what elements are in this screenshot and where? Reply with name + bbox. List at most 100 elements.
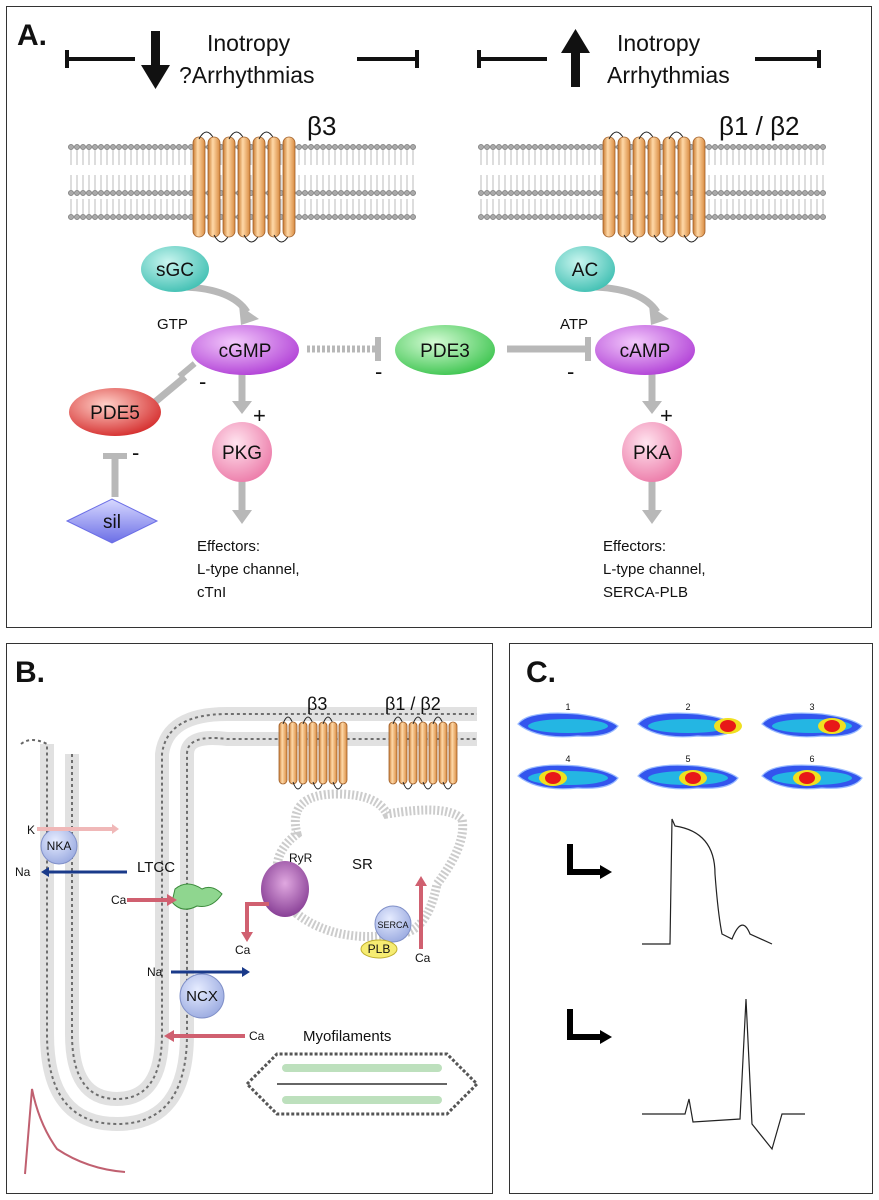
pkg-label: PKG — [222, 443, 262, 464]
sgc-node: sGC — [141, 246, 209, 292]
ac-label: AC — [572, 260, 598, 281]
plb-protein: PLB — [360, 939, 398, 959]
ca-label-ncx: Ca — [249, 1029, 265, 1043]
ca-label-ryr: Ca — [235, 943, 251, 957]
pde3-node: PDE3 — [395, 325, 495, 375]
beta3-receptor-label: β3 — [307, 111, 336, 141]
ryr-label: RyR — [289, 851, 313, 865]
ac-node: AC — [555, 246, 615, 292]
panel-b: B. β3 β1 / β2 SR NKA K Na LTCC Ca RyR Ca — [6, 643, 493, 1194]
na-label-ncx: Na — [147, 965, 163, 979]
serca-label: SERCA — [377, 920, 408, 930]
pkg-node: PKG — [212, 422, 272, 482]
pde3-label: PDE3 — [420, 341, 470, 362]
panel-c: C. 1 2 3 4 5 6 — [509, 643, 873, 1194]
sil-node: sil — [65, 498, 159, 544]
left-effectors-title: Effectors: — [197, 538, 260, 555]
right-effect-line2: Arrhythmias — [607, 62, 730, 88]
ca-label-ltcc: Ca — [111, 893, 127, 907]
camp-label: cAMP — [620, 341, 671, 362]
beta1-beta2-receptor — [602, 131, 706, 243]
camp-node: cAMP — [595, 325, 695, 375]
imaging-cell-1: 1 — [517, 702, 619, 738]
beta1-beta2-label-b: β1 / β2 — [385, 694, 441, 714]
panel-a-diagram: A. Inotropy ?Arrhythmias Inotropy Arrhyt… — [17, 19, 826, 601]
pde3-camp-inhibit-sign: - — [567, 359, 574, 384]
k-label: K — [27, 823, 35, 837]
ca-label-serca: Ca — [415, 951, 431, 965]
up-arrow-icon — [561, 29, 590, 87]
sgc-label: sGC — [156, 260, 194, 281]
beta3-label-b: β3 — [307, 694, 327, 714]
ltcc-label: LTCC — [137, 859, 175, 876]
ncx-exchanger: NCX — [179, 973, 225, 1019]
nka-pump: NKA — [40, 827, 78, 865]
right-effectors-line2: SERCA-PLB — [603, 584, 688, 601]
calcium-imaging-cells: 1 2 3 4 5 6 — [517, 702, 863, 790]
right-effect-line1: Inotropy — [617, 30, 701, 56]
beta3-receptor — [192, 131, 296, 243]
serca-pump: SERCA — [374, 905, 412, 943]
pde3-cgmp-inhibit-sign: - — [375, 359, 382, 384]
action-potential-trace — [642, 818, 773, 945]
imaging-cell-6: 6 — [761, 754, 863, 790]
left-effect-line2: ?Arrhythmias — [179, 62, 314, 88]
scale-bar-icon — [567, 844, 612, 879]
ltcc-channel — [171, 883, 223, 910]
left-effectors-line2: cTnI — [197, 584, 226, 601]
cgmp-node: cGMP — [191, 325, 299, 375]
pde5-inhibit-sign: - — [132, 440, 139, 465]
ryr-channel — [261, 861, 309, 917]
panel-a-label: A. — [17, 19, 47, 52]
imaging-cell-label: 1 — [565, 702, 570, 712]
beta1-beta2-receptor-label: β1 / β2 — [719, 111, 800, 141]
imaging-cell-4: 4 — [517, 754, 619, 790]
imaging-cell-3: 3 — [761, 702, 863, 738]
myofilaments — [244, 1052, 480, 1116]
imaging-cell-label: 3 — [809, 702, 814, 712]
down-arrow-icon — [141, 31, 170, 89]
sil-label: sil — [103, 512, 121, 533]
myofilaments-label: Myofilaments — [303, 1028, 391, 1045]
pka-node: PKA — [622, 422, 682, 482]
scale-bar-icon-2 — [567, 1009, 612, 1044]
sarcolemma — [20, 707, 477, 1132]
beta3-receptor-b — [278, 716, 348, 790]
imaging-cell-label: 6 — [809, 754, 814, 764]
panel-a: A. Inotropy ?Arrhythmias Inotropy Arrhyt… — [6, 6, 872, 628]
arrowheads — [103, 305, 669, 524]
gtp-label: GTP — [157, 316, 188, 333]
panel-c-diagram: C. 1 2 3 4 5 6 — [517, 656, 863, 1151]
imaging-cell-label: 2 — [685, 702, 690, 712]
pde5-label: PDE5 — [90, 403, 140, 424]
cgmp-label: cGMP — [219, 341, 272, 362]
beta1-beta2-receptor-b — [388, 716, 458, 790]
atp-label: ATP — [560, 316, 588, 333]
pde5-node: PDE5 — [69, 388, 161, 436]
ncx-label: NCX — [186, 988, 218, 1005]
panel-b-label: B. — [15, 656, 45, 689]
right-effectors-title: Effectors: — [603, 538, 666, 555]
cgmp-inhibit-sign: - — [199, 369, 206, 394]
calcium-transient-trace — [24, 1088, 126, 1175]
na-label-nka: Na — [15, 865, 31, 879]
right-effectors-line1: L-type channel, — [603, 561, 706, 578]
sr-label: SR — [352, 856, 373, 873]
left-effect-header: Inotropy ?Arrhythmias — [65, 30, 419, 89]
left-effectors-line1: L-type channel, — [197, 561, 300, 578]
imaging-cell-5: 5 — [637, 754, 739, 790]
imaging-cell-label: 4 — [565, 754, 570, 764]
pkg-activate-sign: + — [253, 403, 266, 428]
pka-label: PKA — [633, 443, 671, 464]
right-effect-header: Inotropy Arrhythmias — [477, 29, 821, 88]
pka-activate-sign: + — [660, 403, 673, 428]
ecg-trace — [642, 998, 805, 1151]
panel-b-diagram: B. β3 β1 / β2 SR NKA K Na LTCC Ca RyR Ca — [15, 656, 480, 1175]
panel-c-label: C. — [526, 656, 556, 689]
imaging-cell-label: 5 — [685, 754, 690, 764]
plb-label: PLB — [368, 942, 391, 956]
left-effect-line1: Inotropy — [207, 30, 291, 56]
nka-label: NKA — [47, 839, 72, 853]
sr-membrane — [272, 789, 468, 941]
imaging-cell-2: 2 — [637, 702, 742, 738]
